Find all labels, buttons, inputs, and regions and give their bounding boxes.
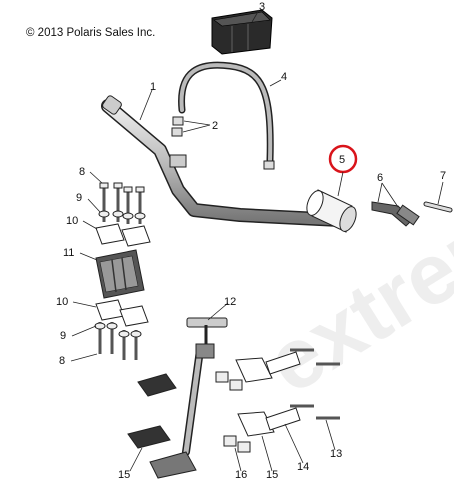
brace-bar <box>178 61 274 164</box>
leader-lines <box>70 9 444 472</box>
bracket-upper <box>137 373 177 397</box>
plates <box>265 351 301 431</box>
nuts <box>171 116 275 170</box>
callout-13: 13 <box>330 448 342 460</box>
callout-16: 16 <box>235 469 247 481</box>
callout-10-lower: 10 <box>56 296 68 308</box>
callout-9-lower: 9 <box>60 330 66 342</box>
handlebar-pad <box>211 9 273 55</box>
callout-14: 14 <box>297 461 309 473</box>
lower-bolts <box>94 322 142 360</box>
grip-tube <box>306 189 357 233</box>
clamp-block <box>95 249 145 299</box>
callout-9-upper: 9 <box>76 192 82 204</box>
handlebar <box>101 95 347 227</box>
upper-clamp <box>95 223 151 247</box>
callout-1: 1 <box>150 81 156 93</box>
spacers <box>215 357 275 453</box>
callout-8-lower: 8 <box>59 355 65 367</box>
callout-3: 3 <box>259 1 265 13</box>
copyright-text: © 2013 Polaris Sales Inc. <box>26 27 156 39</box>
lower-clamp <box>95 299 149 327</box>
steering-post <box>149 317 228 479</box>
callout-15-right: 15 <box>266 469 278 481</box>
bracket-lower <box>127 425 171 449</box>
callout-11: 11 <box>63 247 74 259</box>
callout-15-left: 15 <box>118 469 130 481</box>
callout-10-upper: 10 <box>66 215 78 227</box>
callout-6: 6 <box>377 172 383 184</box>
callout-8-upper: 8 <box>79 166 85 178</box>
callout-5: 5 <box>339 154 345 166</box>
callout-7: 7 <box>440 170 446 182</box>
pin <box>423 201 453 213</box>
callout-labels: 1 2 3 4 5 6 7 8 9 10 11 10 9 8 12 15 16 … <box>56 1 446 481</box>
throttle-end <box>371 201 420 227</box>
callout-12: 12 <box>224 296 236 308</box>
upper-bolts <box>98 182 146 224</box>
callout-4: 4 <box>281 71 287 83</box>
callout-2: 2 <box>212 120 218 132</box>
plate-bolts <box>290 348 340 420</box>
